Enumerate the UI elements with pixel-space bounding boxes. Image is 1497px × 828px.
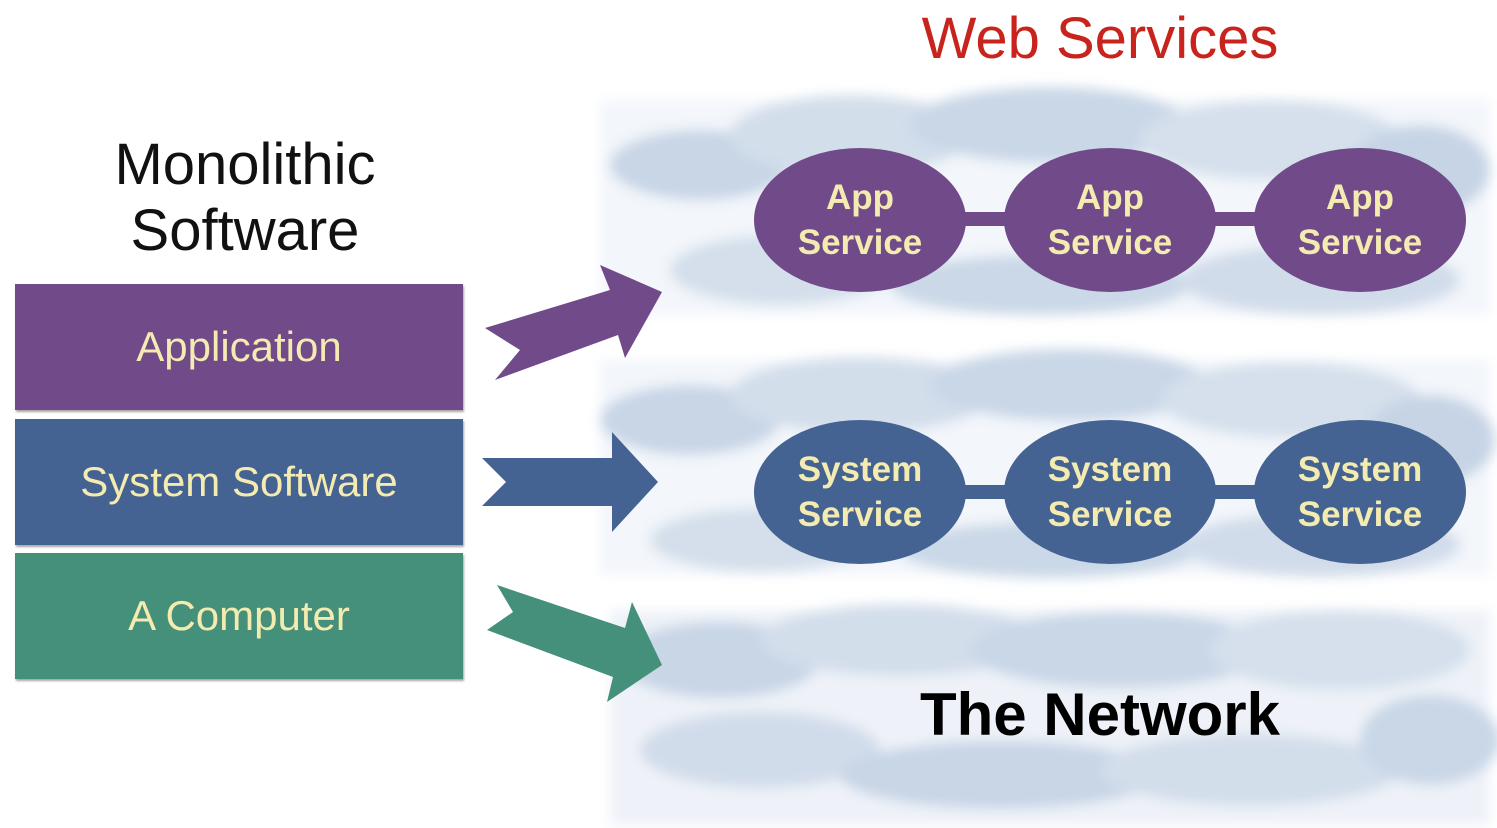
application-layer: Application [15, 284, 463, 410]
app-service-oval-1 [754, 148, 966, 292]
arrow-system-software [482, 432, 658, 532]
system-service-1: System Service [755, 447, 965, 537]
app-service-3-line2: Service [1297, 223, 1423, 262]
app-service-oval-3 [1254, 148, 1466, 292]
arrow-computer [487, 585, 662, 702]
system-service-1-line1: System [797, 450, 923, 489]
cloud-band-network [610, 604, 1497, 825]
monolithic-software-title: Monolithic Software [60, 132, 430, 264]
system-service-oval-2 [1004, 420, 1216, 564]
web-services-title: Web Services [921, 6, 1279, 71]
system-service-3-line1: System [1297, 450, 1423, 489]
monolithic-title-line2: Software [130, 198, 360, 263]
system-service-2: System Service [1005, 447, 1215, 537]
app-service-2: App Service [1005, 175, 1215, 265]
system-connector-1 [960, 485, 1012, 499]
app-service-1: App Service [755, 175, 965, 265]
app-service-2-line2: Service [1047, 223, 1173, 262]
system-service-2-line1: System [1047, 450, 1173, 489]
app-service-3: App Service [1255, 175, 1465, 265]
system-service-3-line2: Service [1297, 495, 1423, 534]
system-service-oval-3 [1254, 420, 1466, 564]
system-service-2-line2: Service [1047, 495, 1173, 534]
app-service-2-line1: App [1075, 178, 1145, 217]
system-connector-2 [1210, 485, 1262, 499]
app-service-1-line1: App [825, 178, 895, 217]
app-service-3-line1: App [1325, 178, 1395, 217]
system-service-1-line2: Service [797, 495, 923, 534]
arrow-application [485, 265, 662, 380]
computer-layer-label: A Computer [128, 592, 350, 639]
app-service-1-line2: Service [797, 223, 923, 262]
system-service-oval-1 [754, 420, 966, 564]
app-service-oval-2 [1004, 148, 1216, 292]
application-layer-label: Application [136, 323, 342, 370]
monolithic-title-line1: Monolithic [114, 132, 376, 197]
system-software-layer-label: System Software [80, 458, 398, 505]
network-label: The Network [919, 681, 1281, 748]
app-connector-1 [960, 212, 1012, 226]
system-software-layer: System Software [15, 419, 463, 545]
computer-layer: A Computer [15, 553, 463, 679]
app-connector-2 [1210, 212, 1262, 226]
system-service-3: System Service [1255, 447, 1465, 537]
